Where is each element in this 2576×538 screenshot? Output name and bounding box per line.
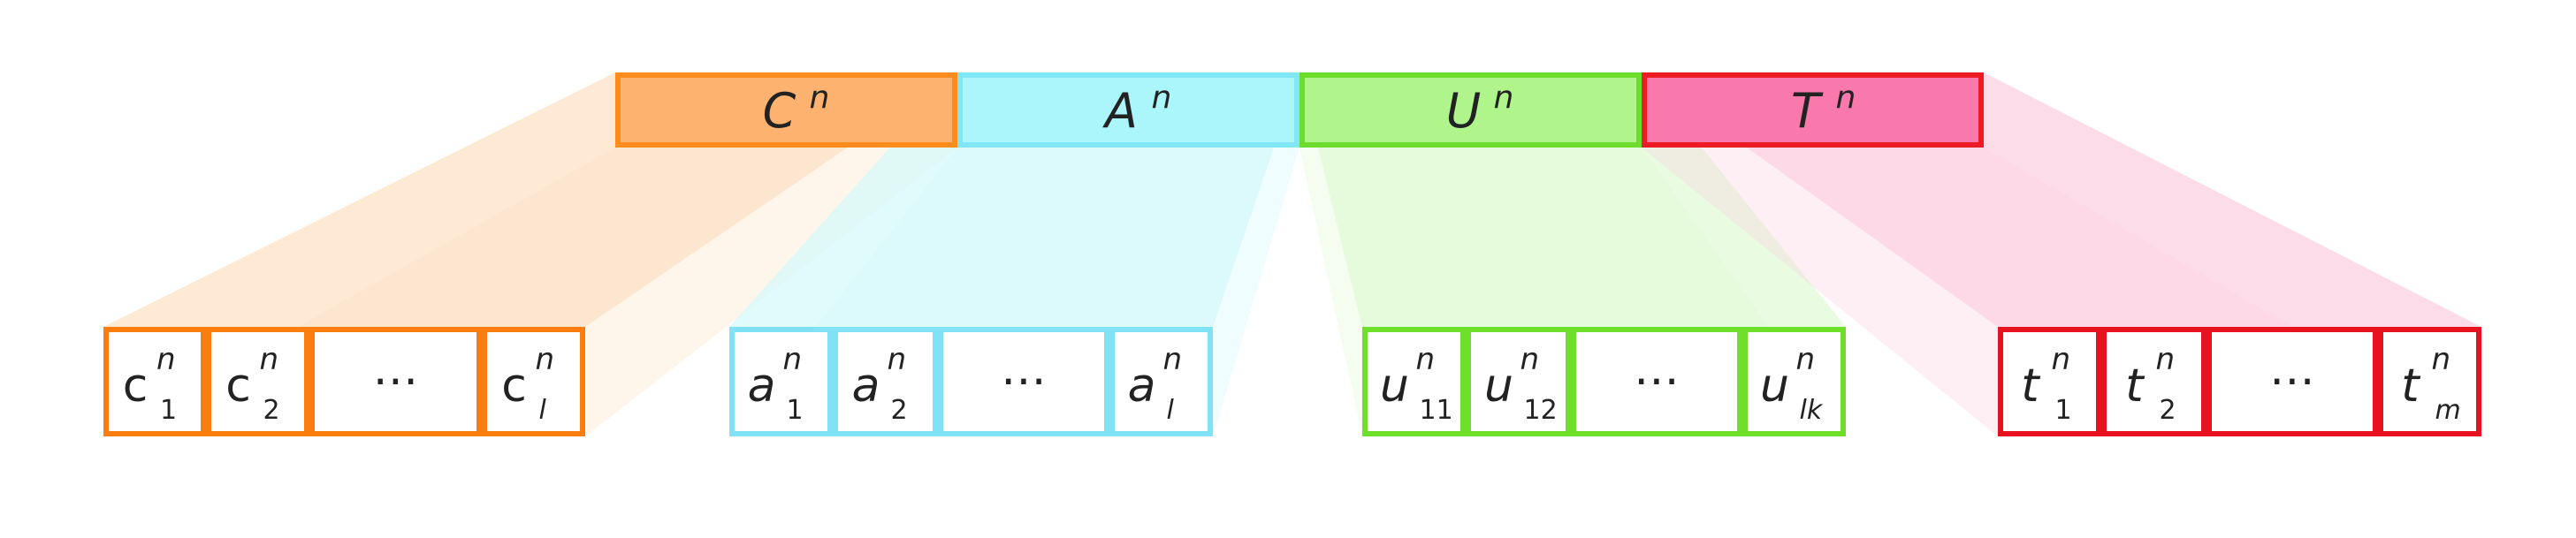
cell-subscript-c-3: l <box>539 395 547 426</box>
cell-box-t-3 <box>2378 327 2481 436</box>
cell-box-a-2 <box>938 327 1109 436</box>
header-superscript-T: n <box>1836 80 1856 116</box>
cell-box-c-2 <box>309 327 482 436</box>
cell-superscript-u-3: n <box>1796 342 1816 377</box>
cell-box-c-0 <box>103 327 206 436</box>
cell-box-u-0 <box>1362 327 1466 436</box>
ellipsis-u: ⋯ <box>1634 354 1680 407</box>
cell-letter-t-3: t <box>2401 360 2420 413</box>
cell-box-u-2 <box>1571 327 1742 436</box>
cell-letter-c-0: c <box>123 360 149 413</box>
cell-superscript-a-1: n <box>888 342 907 377</box>
cell-letter-a-3: a <box>1128 360 1156 413</box>
cell-superscript-u-0: n <box>1416 342 1436 377</box>
cell-superscript-t-3: n <box>2432 342 2451 377</box>
ellipsis-c: ⋯ <box>373 354 419 407</box>
cell-superscript-t-0: n <box>2052 342 2071 377</box>
cell-letter-u-1: u <box>1484 360 1513 413</box>
header-superscript-C: n <box>810 80 830 116</box>
cell-superscript-u-1: n <box>1520 342 1540 377</box>
cell-subscript-t-3: m <box>2435 395 2461 426</box>
header-label-U: U <box>1446 83 1482 139</box>
cell-box-t-2 <box>2206 327 2378 436</box>
header-box-A <box>957 72 1299 148</box>
cell-subscript-u-0: 11 <box>1420 395 1453 426</box>
cell-box-a-1 <box>833 327 938 436</box>
header-box-T <box>1642 72 1984 148</box>
cell-subscript-u-3: lk <box>1800 395 1824 426</box>
cell-box-c-3 <box>482 327 585 436</box>
cell-letter-t-0: t <box>2021 360 2040 413</box>
cell-letter-a-1: a <box>852 360 880 413</box>
cell-superscript-a-0: n <box>783 342 803 377</box>
cell-letter-u-3: u <box>1760 360 1789 413</box>
cell-box-a-0 <box>729 327 833 436</box>
cell-subscript-c-0: 1 <box>160 395 177 426</box>
header-superscript-A: n <box>1152 80 1172 116</box>
cell-superscript-c-0: n <box>156 342 176 377</box>
cell-box-t-0 <box>1998 327 2101 436</box>
cell-box-u-1 <box>1466 327 1571 436</box>
header-label-T: T <box>1791 83 1824 139</box>
cell-subscript-a-3: l <box>1167 395 1175 426</box>
cell-superscript-c-3: n <box>536 342 555 377</box>
cell-superscript-c-1: n <box>260 342 279 377</box>
cell-letter-c-3: c <box>501 360 527 413</box>
header-box-C <box>615 72 957 148</box>
cell-subscript-c-1: 2 <box>263 395 280 426</box>
cell-box-a-3 <box>1109 327 1213 436</box>
cell-box-t-1 <box>2101 327 2206 436</box>
cell-superscript-t-1: n <box>2156 342 2176 377</box>
cell-box-c-1 <box>206 327 309 436</box>
ellipsis-t: ⋯ <box>2269 354 2315 407</box>
header-superscript-U: n <box>1494 80 1514 116</box>
header-label-C: C <box>763 83 796 139</box>
cell-box-u-3 <box>1742 327 1846 436</box>
cell-subscript-t-1: 2 <box>2160 395 2176 426</box>
header-label-A: A <box>1102 83 1138 139</box>
cell-subscript-u-1: 12 <box>1524 395 1558 426</box>
cell-letter-c-1: c <box>225 360 251 413</box>
cell-subscript-a-0: 1 <box>787 395 804 426</box>
ellipsis-a: ⋯ <box>1001 354 1047 407</box>
cell-letter-a-0: a <box>748 360 776 413</box>
cell-letter-t-1: t <box>2125 360 2145 413</box>
cell-superscript-a-3: n <box>1163 342 1183 377</box>
cell-subscript-a-1: 2 <box>891 395 908 426</box>
header-box-U <box>1299 72 1642 148</box>
cell-letter-u-0: u <box>1380 360 1409 413</box>
cell-subscript-t-0: 1 <box>2055 395 2072 426</box>
